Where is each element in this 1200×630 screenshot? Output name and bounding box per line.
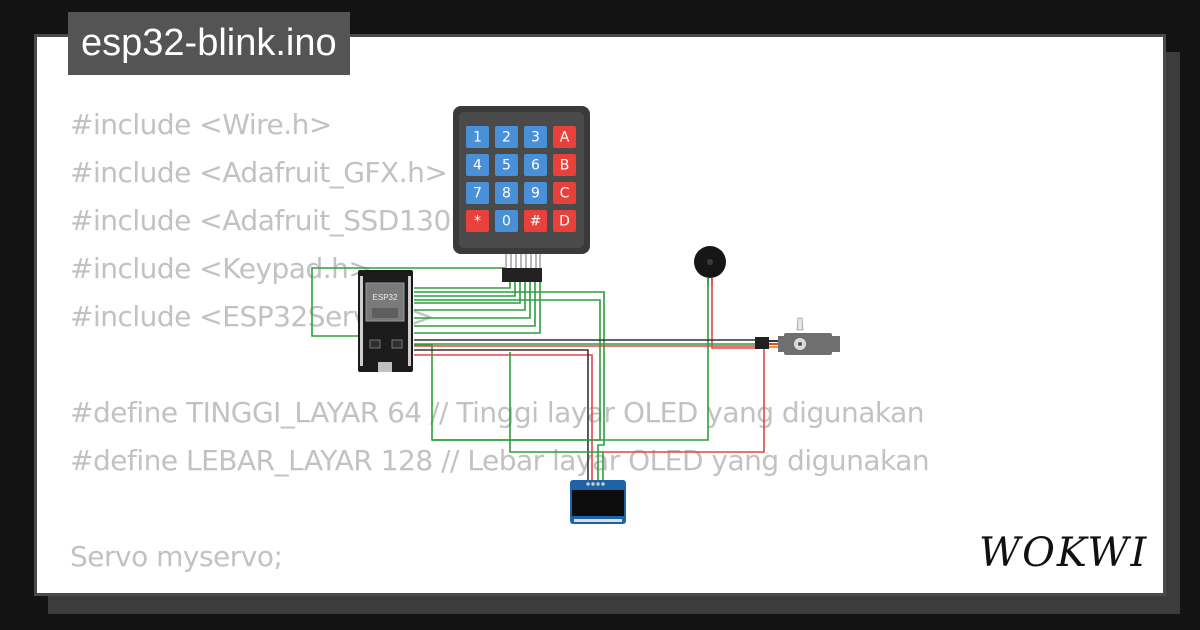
code-line: #define LEBAR_LAYAR 128 // Lebar layar O…	[70, 444, 930, 477]
buzzer[interactable]	[694, 246, 726, 286]
keypad-key-label: 7	[473, 186, 482, 202]
esp32-label: ESP32	[373, 293, 398, 302]
keypad-key-label: #	[530, 214, 542, 230]
keypad-key[interactable]	[524, 154, 547, 176]
keypad-key[interactable]	[524, 126, 547, 148]
usb-port	[378, 362, 392, 372]
keypad-connector	[502, 268, 542, 282]
keypad[interactable]: 1 2 3 A 4 5 6 B 7 8 9 C * 0 # D	[453, 106, 590, 282]
keypad-key-label: C	[560, 186, 570, 202]
keypad-key[interactable]	[495, 210, 518, 232]
wire	[414, 268, 536, 327]
keypad-key[interactable]	[553, 182, 576, 204]
wires	[311, 267, 765, 480]
wire	[509, 352, 604, 480]
keypad-key-label: *	[474, 214, 481, 230]
code-line: #define TINGGI_LAYAR 64 // Tinggi layar …	[70, 396, 925, 429]
keypad-key-label: 3	[531, 130, 540, 146]
code-line: Servo myservo;	[70, 540, 283, 573]
keypad-key[interactable]	[466, 154, 489, 176]
wire	[414, 354, 593, 480]
keypad-key-label: 9	[531, 186, 540, 202]
keypad-key[interactable]	[466, 126, 489, 148]
keypad-key-label: 6	[531, 158, 540, 174]
keypad-key[interactable]	[553, 210, 576, 232]
wokwi-logo: WOKWI	[979, 530, 1148, 576]
keypad-key-label: B	[560, 158, 570, 174]
wire	[432, 278, 709, 441]
wire	[414, 291, 605, 480]
wire	[414, 349, 589, 480]
servo-motor[interactable]	[755, 317, 840, 355]
wokwi-logo-text: WOKWI	[979, 530, 1148, 576]
keypad-key[interactable]	[524, 210, 547, 232]
file-title[interactable]: esp32-blink.ino	[68, 12, 350, 75]
oled-display[interactable]	[570, 480, 626, 524]
keypad-key[interactable]	[495, 182, 518, 204]
keypad-key-label: 0	[502, 214, 511, 230]
keypad-key[interactable]	[553, 154, 576, 176]
wire	[414, 268, 511, 289]
wire	[311, 267, 505, 337]
wire	[603, 278, 765, 453]
code-line: #include <Wire.h>	[70, 108, 332, 141]
keypad-key[interactable]	[495, 154, 518, 176]
keypad-key[interactable]	[553, 126, 576, 148]
keypad-key[interactable]	[495, 126, 518, 148]
esp32-board[interactable]: ESP32	[358, 270, 413, 372]
keypad-key[interactable]	[466, 182, 489, 204]
code-line: #include <Adafruit_GFX.h>	[70, 156, 448, 189]
keypad-key[interactable]	[524, 182, 547, 204]
keypad-key-label: 1	[473, 130, 482, 146]
keypad-key-label: 8	[502, 186, 511, 202]
wire	[414, 268, 531, 319]
wire	[414, 268, 541, 334]
keypad-key-label: 5	[502, 158, 511, 174]
keypad-key-label: 2	[502, 130, 511, 146]
keypad-key-label: A	[560, 130, 570, 146]
keypad-key[interactable]	[466, 210, 489, 232]
keypad-key-label: 4	[473, 158, 482, 174]
wire	[414, 299, 601, 441]
keypad-key-label: D	[559, 214, 570, 230]
